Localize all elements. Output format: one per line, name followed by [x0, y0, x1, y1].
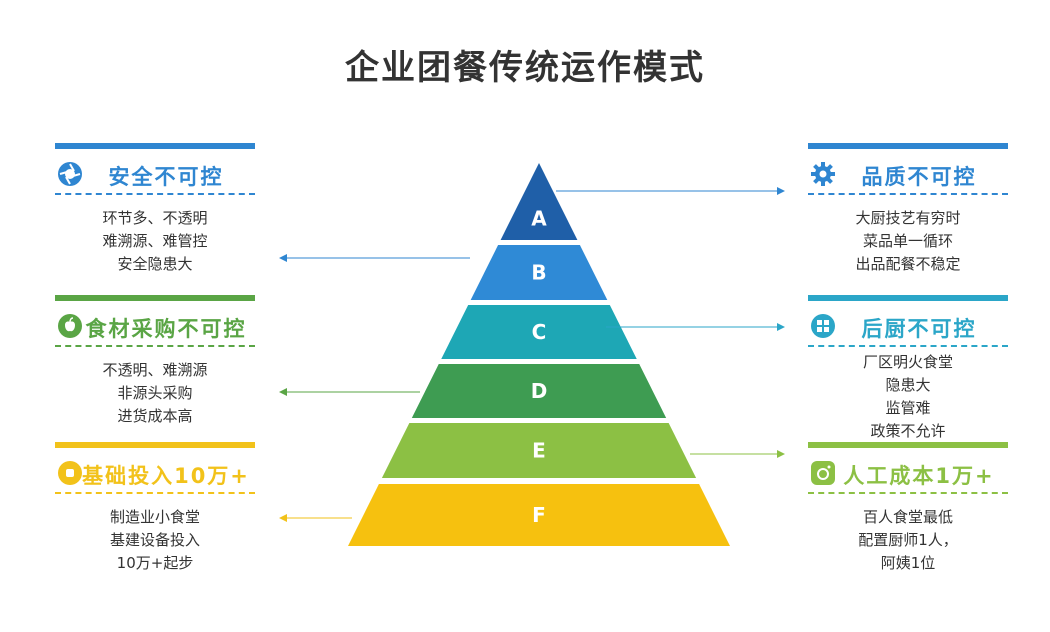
- panel-line: 10万+起步: [116, 554, 194, 572]
- panel-line: 大厨技艺有穷时: [855, 209, 961, 227]
- pyramid-level-b: [470, 245, 608, 300]
- panel-top-bar: [55, 143, 255, 149]
- panel-line: 基建设备投入: [109, 531, 200, 549]
- panel-lines: 制造业小食堂 基建设备投入 10万+起步: [55, 506, 255, 575]
- panel-line: 菜品单一循环: [862, 232, 953, 250]
- pyramid-level-label: F: [532, 503, 546, 527]
- connector-arrows: [279, 187, 785, 522]
- panel-lines: 厂区明火食堂 隐患大 监管难 政策不允许: [808, 351, 1008, 443]
- pyramid-level-a: [500, 163, 578, 240]
- panel-top-bar: [808, 442, 1008, 448]
- panel-line: 隐患大: [885, 376, 931, 394]
- panel-line: 不透明、难溯源: [102, 361, 208, 379]
- pyramid-level-label: B: [531, 261, 546, 285]
- panel-purchase: 食材采购不可控 不透明、难溯源 非源头采购 进货成本高: [55, 295, 255, 428]
- camera-icon: [810, 460, 836, 486]
- panel-line: 厂区明火食堂: [862, 353, 953, 371]
- panel-heading: 安全不可控: [108, 165, 224, 189]
- pyramid-level-label: E: [532, 439, 546, 463]
- panel-top-bar: [55, 442, 255, 448]
- panel-lines: 大厨技艺有穷时 菜品单一循环 出品配餐不稳定: [808, 207, 1008, 276]
- panel-line: 出品配餐不稳定: [855, 255, 961, 273]
- panel-heading: 食材采购不可控: [85, 317, 247, 341]
- panel-quality: 品质不可控 大厨技艺有穷时 菜品单一循环 出品配餐不稳定: [808, 143, 1008, 276]
- panel-invest: 基础投入10万+ 制造业小食堂 基建设备投入 10万+起步: [55, 442, 255, 575]
- pyramid-level-f: [348, 484, 730, 546]
- panel-lines: 不透明、难溯源 非源头采购 进货成本高: [55, 359, 255, 428]
- panel-kitchen: 后厨不可控 厂区明火食堂 隐患大 监管难 政策不允许: [808, 295, 1008, 443]
- panel-safety: 安全不可控 环节多、不透明 难溯源、难管控 安全隐患大: [55, 143, 255, 276]
- panel-lines: 环节多、不透明 难溯源、难管控 安全隐患大: [55, 207, 255, 276]
- pyramid-level-c: [441, 305, 637, 359]
- panel-line: 阿姨1位: [880, 554, 936, 572]
- pyramid-level-label: C: [532, 320, 547, 344]
- panel-top-bar: [55, 295, 255, 301]
- panel-line: 百人食堂最低: [862, 508, 953, 526]
- panel-heading: 品质不可控: [861, 165, 977, 189]
- panel-heading: 人工成本1万+: [843, 464, 995, 488]
- pyramid-level-d: [411, 364, 667, 418]
- panel-line: 环节多、不透明: [102, 209, 208, 227]
- panel-labor: 人工成本1万+ 百人食堂最低 配置厨师1人， 阿姨1位: [808, 442, 1008, 575]
- panel-line: 难溯源、难管控: [102, 232, 208, 250]
- panel-line: 监管难: [885, 399, 931, 417]
- coin-icon: [57, 460, 83, 486]
- panel-heading: 后厨不可控: [861, 317, 977, 341]
- panel-lines: 百人食堂最低 配置厨师1人， 阿姨1位: [808, 506, 1008, 575]
- shutter-icon: [57, 161, 83, 187]
- windows-icon: [810, 313, 836, 339]
- panel-line: 配置厨师1人，: [858, 531, 958, 549]
- panel-line: 政策不允许: [870, 422, 946, 440]
- pyramid-level-e: [381, 423, 697, 478]
- gear-icon: [810, 161, 836, 187]
- panel-top-bar: [808, 143, 1008, 149]
- page-title: 企业团餐传统运作模式: [345, 48, 705, 88]
- apple-icon: [57, 313, 83, 339]
- pyramid-level-label: A: [531, 206, 547, 230]
- panel-line: 制造业小食堂: [109, 508, 200, 526]
- panel-line: 非源头采购: [117, 384, 193, 402]
- panel-heading: 基础投入10万+: [82, 464, 250, 488]
- panel-top-bar: [808, 295, 1008, 301]
- pyramid-level-label: D: [531, 379, 548, 403]
- panel-line: 进货成本高: [117, 407, 193, 425]
- panel-line: 安全隐患大: [117, 255, 193, 273]
